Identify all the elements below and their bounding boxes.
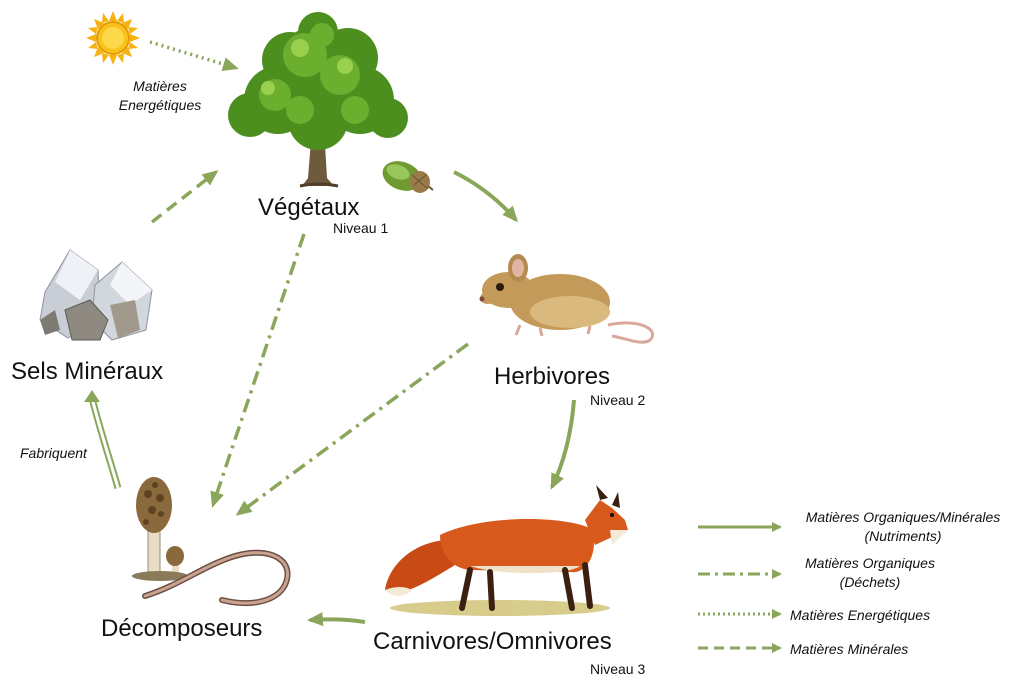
legend-text-line1: Matières Organiques/Minérales bbox=[790, 508, 1016, 527]
oak-tree-icon bbox=[228, 12, 408, 186]
legend-text-line1: Matières Organiques bbox=[785, 554, 955, 573]
legend-item-dechets: Matières Organiques (Déchets) bbox=[785, 554, 955, 592]
crystal-icon bbox=[40, 250, 152, 340]
decomposeurs-label: Décomposeurs bbox=[101, 615, 262, 643]
herbivores-level: Niveau 2 bbox=[590, 392, 645, 408]
sun-caption-line2: Energétiques bbox=[112, 96, 208, 115]
vegetaux-label: Végétaux bbox=[258, 194, 359, 222]
herbivores-label: Herbivores bbox=[494, 363, 610, 391]
arrow-sun-to-vegetaux bbox=[150, 42, 236, 68]
carnivores-level: Niveau 3 bbox=[590, 661, 645, 677]
legend-item-minerales: Matières Minérales bbox=[790, 640, 908, 659]
arrow-carnivores-to-decomposeurs bbox=[310, 619, 365, 622]
sels-mineraux-label: Sels Minéraux bbox=[11, 358, 163, 386]
vegetaux-level: Niveau 1 bbox=[333, 220, 388, 236]
arrow-sels-to-vegetaux bbox=[152, 172, 216, 222]
mouse-icon bbox=[480, 254, 653, 342]
legend-item-energetiques: Matières Energétiques bbox=[790, 606, 930, 625]
legend-item-nutriments: Matières Organiques/Minérales (Nutriment… bbox=[790, 508, 1016, 546]
legend-text-line2: (Nutriments) bbox=[790, 527, 1016, 546]
arrow-vegetaux-to-decomposeurs bbox=[213, 234, 304, 505]
acorn-icon bbox=[378, 156, 433, 196]
sun-icon bbox=[86, 11, 140, 65]
sun-caption: Matières Energétiques bbox=[112, 77, 208, 115]
sun-caption-line1: Matières bbox=[112, 77, 208, 96]
fabriquent-label: Fabriquent bbox=[20, 444, 87, 463]
legend-text-line2: (Déchets) bbox=[785, 573, 955, 592]
fox-icon bbox=[385, 485, 628, 616]
arrow-decomposeurs-to-sels bbox=[84, 390, 118, 488]
carnivores-label: Carnivores/Omnivores bbox=[373, 628, 612, 656]
arrow-herbivores-to-carnivores bbox=[552, 400, 574, 487]
arrow-vegetaux-to-herbivores bbox=[454, 172, 516, 220]
arrow-herbivores-to-decomposeurs bbox=[238, 344, 468, 514]
